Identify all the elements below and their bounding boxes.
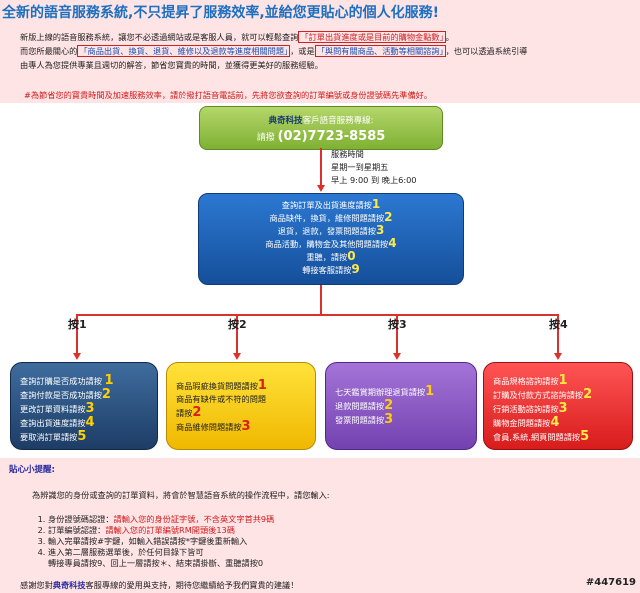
intro-text: 新版上線的語音服務系統，讓您不必透過網站或是客服人員，就可以輕鬆查詢 <box>20 32 299 42</box>
tips-step: 訂單編號認證：請輸入您的訂單編號RM開頭後13碼 <box>48 525 274 536</box>
service-hours: 服務時間 星期一到星期五 早上 9:00 到 晚上6:00 <box>331 149 417 185</box>
key-number: 2 <box>101 387 111 402</box>
submenu-item: 發票問題請按3 <box>335 412 394 427</box>
flow-line <box>320 285 322 315</box>
intro-paragraph: 新版上線的語音服務系統，讓您不必透過網站或是客服人員，就可以輕鬆查詢「訂單出貨進… <box>20 31 528 70</box>
main-menu-item: 重聽，請按0 <box>306 249 356 263</box>
key-number: 9 <box>351 262 360 276</box>
key-number: 4 <box>550 415 560 430</box>
press-label-2: 按2 <box>228 318 247 331</box>
submenu-item: 購物金問題請按4 <box>493 415 560 430</box>
submenu-item: 更改訂單資料請按3 <box>20 401 95 416</box>
submenu-item: 七天鑑賞期辦理退貨請按1 <box>335 384 435 399</box>
main-menu-item: 退貨，退款，發票問題請按3 <box>277 223 385 237</box>
press-label-1: 按1 <box>68 318 87 331</box>
key-number: 1 <box>371 197 381 211</box>
key-number: 0 <box>347 249 356 263</box>
key-number: 3 <box>558 401 568 416</box>
hotline-box: 典奇科技客戶語音服務專線: 請撥 (02)7723-8585 <box>199 106 443 150</box>
brand-name: 典奇科技 <box>52 580 86 590</box>
tips-step: 進入第二層服務選單後，於任何目錄下皆可轉接專員請按9、回上一層請按＊、結束請掛斷… <box>48 547 274 569</box>
tips-steps: 身份證號碼認證：請輸入您的身份証字號，不含英文字首共9碼訂單編號認證：請輸入您的… <box>28 514 274 569</box>
flow-line <box>396 314 398 354</box>
main-menu-item: 查詢訂單及出貨進度請按1 <box>281 197 381 211</box>
submenu-item: 要取消訂單請按5 <box>20 429 87 444</box>
key-number: 1 <box>104 373 114 388</box>
key-number: 2 <box>384 210 393 224</box>
flow-line <box>236 314 238 354</box>
intro-highlight: 「訂單出貨進度或是目前的購物金點數」 <box>298 31 446 43</box>
submenu-item: 行銷活動諮詢請按3 <box>493 401 568 416</box>
page-title: 全新的語音服務系統,不只提昇了服務效率,並給您更貼心的個人化服務! <box>2 5 440 21</box>
flow-line <box>76 314 559 316</box>
intro-highlight: 「與問有關商品、活動等相關諮詢」 <box>314 45 446 57</box>
submenu-item: 查詢付款是否成功請按2 <box>20 387 111 402</box>
flow-arrow <box>233 353 241 360</box>
main-menu-item: 商品缺件，換貨，維修問題請按2 <box>269 210 393 224</box>
submenu-item: 訂購及付款方式諮詢請按2 <box>493 387 593 402</box>
brand-name: 典奇科技 <box>268 116 303 126</box>
key-number: 3 <box>384 412 394 427</box>
flow-arrow <box>73 353 81 360</box>
main-menu-item: 轉接客服請按9 <box>302 262 360 276</box>
thanks-note: 感謝您對典奇科技客服專線的愛用與支持，期待您繼續給予我們寶貴的建議！ <box>20 580 299 590</box>
submenu-item: 商品規格諮詢請按1 <box>493 373 568 388</box>
submenu-item: 查詢訂購是否成功請按 1 <box>20 373 114 388</box>
reference-id: #447619 <box>585 577 636 588</box>
key-number: 1 <box>558 373 568 388</box>
submenu-item: 退款問題請按2 <box>335 398 394 413</box>
flow-arrow <box>317 185 325 192</box>
submenu-item: 查詢出貨進度請按4 <box>20 415 95 430</box>
key-number: 5 <box>580 429 590 444</box>
flow-arrow <box>554 353 562 360</box>
tips-step: 身份證號碼認證：請輸入您的身份証字號，不含英文字首共9碼 <box>48 514 274 525</box>
key-number: 2 <box>583 387 593 402</box>
flow-arrow <box>393 353 401 360</box>
submenu-repairs: 商品瑕疵換貨問題請按1 商品有缺件或不符的問題 請按2 商品維修問題請按3 <box>166 362 316 450</box>
main-menu-item: 商品活動，購物金及其他問題請按4 <box>265 236 397 250</box>
submenu-item: 會員,系統,網頁問題請按5 <box>493 429 590 444</box>
key-number: 4 <box>85 415 95 430</box>
key-number: 3 <box>375 223 385 237</box>
preparation-note: #為節省您的寶貴時間及加速服務效率，請於撥打語音電話前，先將您欲查詢的訂單編號或… <box>24 90 433 100</box>
flow-line <box>76 314 78 354</box>
key-number: 4 <box>388 236 397 250</box>
flow-line <box>557 314 559 354</box>
key-number: 1 <box>425 384 435 399</box>
tips-intro: 為辨識您的身份或查詢的訂單資料，將會於智慧語音系統的操作流程中，請您輸入: <box>32 490 330 500</box>
press-label-3: 按3 <box>388 318 407 331</box>
tips-title: 貼心小提醒: <box>9 465 55 475</box>
press-label-4: 按4 <box>549 318 568 331</box>
key-number: 5 <box>77 429 87 444</box>
key-number: 3 <box>85 401 95 416</box>
flow-line <box>320 148 322 186</box>
hotline-phone[interactable]: (02)7723-8585 <box>277 129 386 144</box>
intro-highlight: 「商品出貨、換貨、退貨、維修以及退款等進度相關問題」 <box>77 45 291 57</box>
tips-step: 輸入完畢請按#字鍵，如輸入錯誤請按*字鍵後重新輸入 <box>48 536 274 547</box>
key-number: 2 <box>384 398 394 413</box>
